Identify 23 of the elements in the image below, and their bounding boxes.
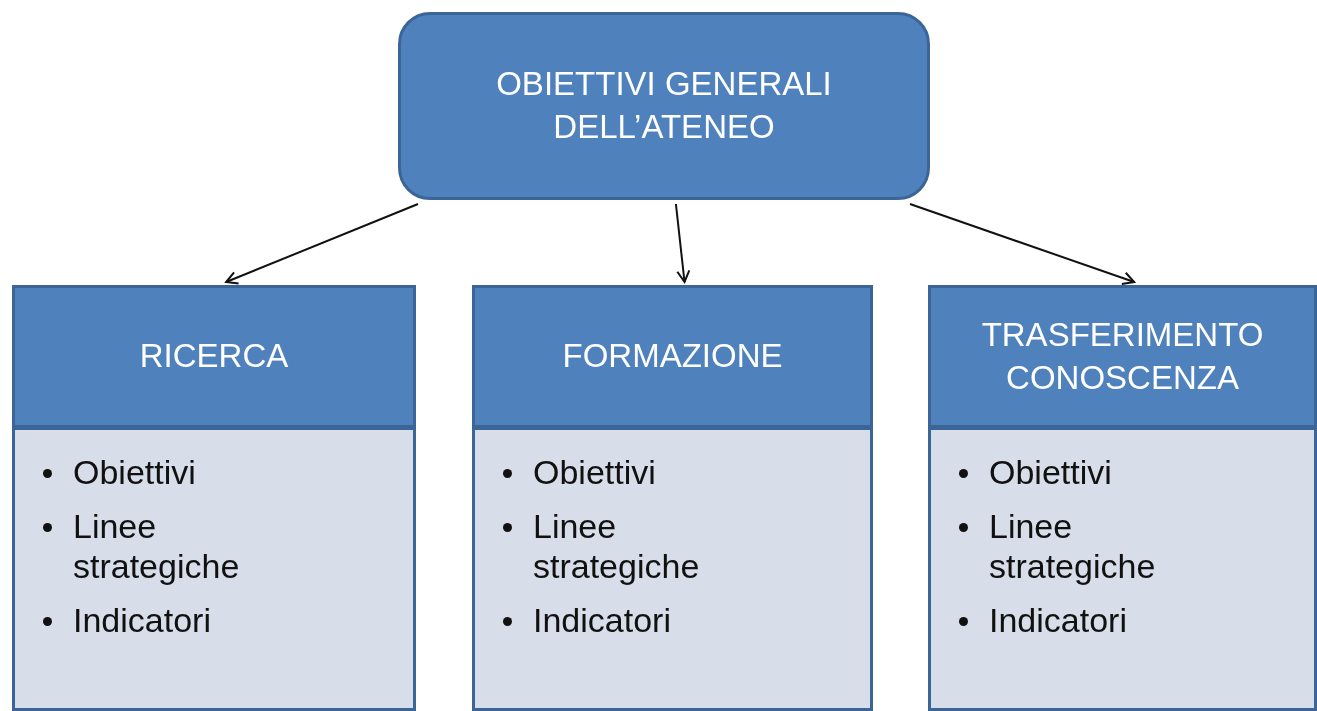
heading-text: OBIETTIVI GENERALI DELL’ATENEO [495, 64, 833, 147]
bullet-item: Indicatori [73, 600, 212, 641]
arrow [674, 203, 691, 283]
heading-text: RICERCA [138, 336, 290, 377]
title-box [398, 12, 930, 200]
bullet-item: Obiettivi [989, 452, 1113, 493]
category-header-box [472, 285, 873, 428]
bullet-item: Linee strategiche [533, 506, 701, 587]
bullet-list-box [12, 427, 416, 711]
bullet-item: Linee strategiche [73, 506, 241, 587]
bullet-item: Linee strategiche [989, 506, 1157, 587]
bullet-list-box [472, 427, 873, 711]
bullet-list-box [928, 427, 1317, 711]
bullet-item: Indicatori [989, 600, 1128, 641]
category-header-box [928, 285, 1317, 428]
bullet-item: Indicatori [533, 600, 672, 641]
arrow [225, 203, 419, 285]
arrow [909, 203, 1136, 286]
bullet-item: Obiettivi [533, 452, 657, 493]
heading-text: TRASFERIMENTO CONOSCENZA [980, 314, 1265, 398]
bullet-item: Obiettivi [73, 452, 197, 493]
category-header-box [12, 285, 416, 428]
heading-text: FORMAZIONE [561, 336, 784, 377]
